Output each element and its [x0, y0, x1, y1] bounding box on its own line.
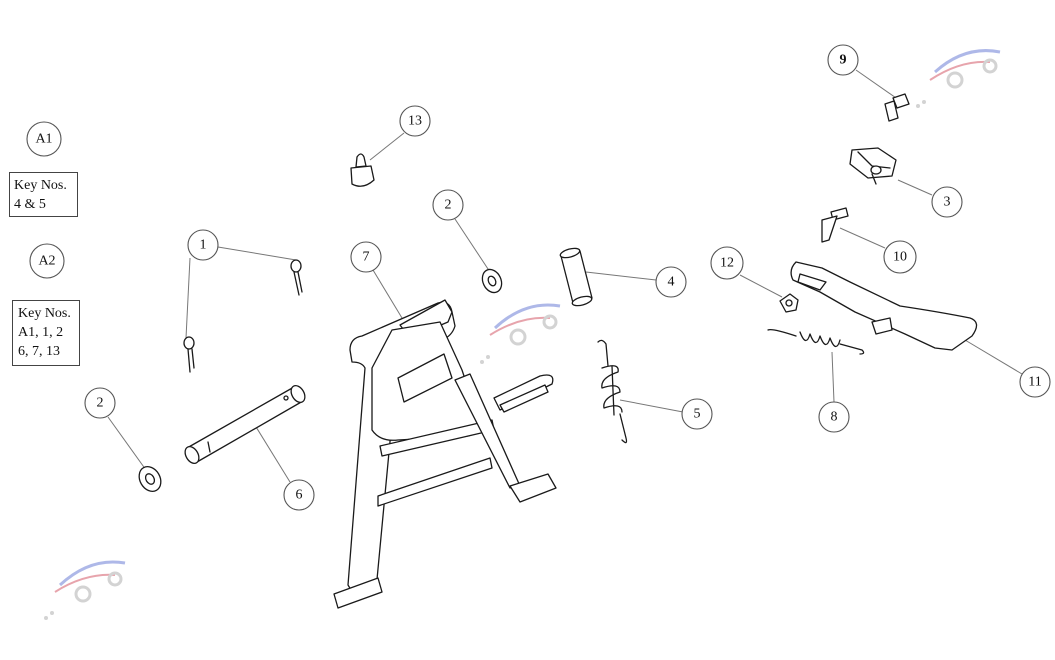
leader-lines	[107, 69, 1023, 483]
part-9-bolt	[884, 93, 910, 122]
key-box-1-line-2: 4 & 5	[14, 197, 46, 212]
callout-5: 5	[681, 398, 713, 430]
callout-3-label: 3	[944, 195, 951, 210]
part-6-pivot-shaft	[184, 384, 306, 465]
callout-4-label: 4	[668, 275, 675, 290]
callout-13: 13	[399, 105, 431, 137]
callout-12-label: 12	[720, 256, 734, 271]
part-2-washer-upper	[481, 268, 503, 294]
callout-12: 12	[710, 246, 744, 280]
callout-11: 11	[1019, 366, 1051, 398]
key-box-2-line-1: Key Nos.	[18, 306, 71, 321]
callout-2-upper-label: 2	[445, 198, 452, 213]
part-4-sleeve	[559, 247, 593, 307]
callout-A1-label: A1	[35, 132, 52, 147]
key-box-2: Key Nos. A1, 1, 2 6, 7, 13	[12, 300, 80, 366]
part-8-spring	[767, 328, 865, 355]
callout-A2: A2	[29, 243, 65, 279]
key-box-2-line-3: 6, 7, 13	[18, 344, 60, 359]
part-3-bracket	[849, 147, 897, 185]
callout-6: 6	[283, 479, 315, 511]
callout-9-label: 9	[840, 53, 847, 68]
part-12-nut	[779, 293, 799, 313]
part-10-bolt	[821, 207, 849, 243]
part-11-side-stand	[790, 261, 978, 351]
callout-8: 8	[818, 401, 850, 433]
watermark-logo-top-right	[916, 49, 1001, 108]
callout-11-label: 11	[1028, 375, 1041, 390]
callout-1: 1	[187, 229, 219, 261]
callout-2-lower-label: 2	[97, 396, 104, 411]
callout-5-label: 5	[694, 407, 701, 422]
callout-2-lower: 2	[84, 387, 116, 419]
key-box-1: Key Nos. 4 & 5	[9, 172, 78, 217]
callout-1-label: 1	[200, 238, 207, 253]
part-13-rubber-stopper	[350, 153, 375, 187]
callout-A2-label: A2	[38, 254, 55, 269]
callout-10-label: 10	[893, 250, 907, 265]
callout-9: 9	[827, 44, 859, 76]
callout-6-label: 6	[296, 488, 303, 503]
callout-10: 10	[883, 240, 917, 274]
part-5-spring	[597, 339, 628, 444]
key-box-2-line-2: A1, 1, 2	[18, 325, 64, 340]
callout-4: 4	[655, 266, 687, 298]
callout-3: 3	[931, 186, 963, 218]
callout-13-label: 13	[408, 114, 422, 129]
callout-7-label: 7	[363, 250, 370, 265]
watermark-logo-bottom-left	[44, 560, 126, 620]
part-1-cotter-pin-left	[183, 336, 195, 373]
key-box-1-line-1: Key Nos.	[14, 178, 67, 193]
callout-2-upper: 2	[432, 189, 464, 221]
watermark-logo-center	[480, 303, 561, 364]
callout-A1: A1	[26, 121, 62, 157]
part-2-washer-lower	[138, 466, 162, 492]
part-7-main-stand	[333, 299, 557, 609]
callout-8-label: 8	[831, 410, 838, 425]
part-1-cotter-pin-right	[290, 259, 303, 296]
callout-7: 7	[350, 241, 382, 273]
